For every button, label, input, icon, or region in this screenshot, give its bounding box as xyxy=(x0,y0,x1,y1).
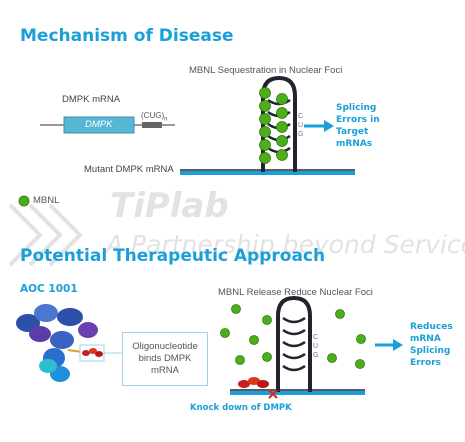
mbnl-protein-icon xyxy=(18,195,30,207)
watermark-chevrons xyxy=(8,203,83,267)
cug-repeat-bar xyxy=(142,122,162,128)
mutant-dmpk-label: Mutant DMPK mRNA xyxy=(84,164,174,175)
oligo-callout-box: Oligonucleotide binds DMPK mRNA xyxy=(122,332,208,386)
x-mark-icon xyxy=(268,389,278,399)
antibody-icon xyxy=(16,304,98,382)
dmpk-box xyxy=(63,116,135,134)
hairpin-2 xyxy=(276,295,312,392)
hairpin-2-coils xyxy=(282,316,306,372)
dmpk-box-label: DMPK xyxy=(85,119,113,130)
mechanism-title: Mechanism of Disease xyxy=(20,26,234,46)
cug-letters-1: C U G xyxy=(298,113,304,138)
reduces-errors-label: Reduces mRNA Splicing Errors xyxy=(410,322,453,368)
watermark-logo: TiPlab xyxy=(110,186,229,226)
release-subtitle: MBNL Release Reduce Nuclear Foci xyxy=(218,287,373,298)
therapeutic-title: Potential Therapeutic Approach xyxy=(20,246,326,266)
mbnl-cluster-1 xyxy=(259,87,288,164)
mbnl-released xyxy=(220,304,366,369)
arrow-right-icon xyxy=(375,339,403,351)
splicing-errors-label: Splicing Errors in Target mRNAs xyxy=(336,103,380,149)
watermark-tagline: A Partnership beyond Services xyxy=(106,230,465,259)
bound-oligo xyxy=(238,377,269,388)
sequestration-subtitle: MBNL Sequestration in Nuclear Foci xyxy=(189,65,343,76)
arrow-right-icon xyxy=(304,120,334,132)
cug-repeat-label: (CUG)n xyxy=(141,111,168,123)
knockdown-label: Knock down of DMPK xyxy=(190,403,292,413)
dmpk-mrna-label: DMPK mRNA xyxy=(62,94,121,105)
aoc-1001-label: AOC 1001 xyxy=(20,283,78,295)
mbnl-legend-label: MBNL xyxy=(33,195,60,206)
oligonucleotide-icon xyxy=(82,348,103,357)
cug-letters-2: C U G xyxy=(313,334,319,359)
